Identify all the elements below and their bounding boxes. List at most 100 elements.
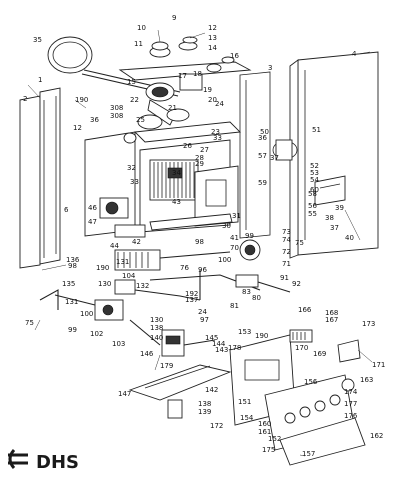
part-label-12: 12: [208, 24, 217, 32]
part-label-50: 50: [260, 128, 269, 136]
part-label-54: 54: [310, 176, 319, 184]
dhs-logo: DHS: [8, 449, 79, 473]
part-label-15: 15: [127, 78, 136, 86]
part-label-135: 135: [62, 280, 75, 288]
part-label-146: 146: [140, 350, 154, 358]
part-label-308: 308: [110, 104, 123, 112]
logo-mark-icon: [8, 449, 16, 469]
part-label-55: 55: [308, 210, 317, 218]
part-label-162: 162: [370, 432, 383, 440]
part-label-154: 154: [240, 414, 254, 422]
burner-assembly: [99, 197, 233, 238]
part-label-40: 40: [345, 234, 354, 242]
part-label-177: 177: [344, 400, 357, 408]
part-label-51: 51: [312, 126, 321, 134]
left-side-panels: [19, 87, 61, 269]
part-label-75: 75: [295, 239, 304, 247]
part-label-145: 145: [205, 334, 218, 342]
part-label-178: 178: [228, 344, 241, 352]
part-label-23: 23: [211, 128, 220, 136]
part-label-168: 168: [325, 309, 338, 317]
part-label-130: 130: [150, 316, 163, 324]
fan-assembly: [145, 73, 203, 126]
gas-valve: [161, 329, 216, 357]
part-label-80: 80: [252, 294, 261, 302]
part-label-30: 30: [222, 222, 231, 230]
part-label-44: 44: [110, 242, 119, 250]
part-label-171: 171: [372, 361, 385, 369]
part-label-52: 52: [310, 162, 319, 170]
part-label-190: 190: [255, 332, 268, 340]
part-label-308: 308: [110, 112, 123, 120]
part-label-9: 9: [172, 14, 176, 22]
part-label-59: 59: [258, 179, 267, 187]
diverter-valve-block: [39, 279, 201, 346]
part-label-161: 161: [258, 428, 271, 436]
part-label-38: 38: [325, 214, 334, 222]
part-label-24: 24: [215, 100, 224, 108]
part-label-36: 36: [90, 116, 99, 124]
part-label-34: 34: [172, 169, 181, 177]
part-label-176: 176: [344, 412, 358, 420]
part-label-19: 19: [203, 86, 212, 94]
part-label-60: 60: [310, 186, 319, 194]
part-label-41: 41: [230, 234, 239, 242]
part-label-153: 153: [238, 328, 251, 336]
part-label-24: 24: [198, 308, 207, 316]
part-label-56: 56: [308, 202, 317, 210]
part-label-143: 143: [215, 346, 228, 354]
part-label-58: 58: [308, 190, 317, 198]
part-label-99: 99: [68, 326, 77, 334]
part-label-98: 98: [68, 262, 77, 270]
part-label-179: 179: [160, 362, 173, 370]
part-label-12: 12: [73, 124, 82, 132]
part-label-21: 21: [168, 104, 177, 112]
part-label-76: 76: [180, 264, 189, 272]
part-label-6: 6: [64, 206, 69, 214]
part-label-70: 70: [230, 244, 239, 252]
part-label-98: 98: [195, 238, 204, 246]
part-label-42: 42: [132, 238, 141, 246]
part-label-29: 29: [195, 160, 204, 168]
part-label-100: 100: [80, 310, 93, 318]
part-label-169: 169: [313, 350, 326, 358]
part-label-130: 130: [98, 280, 111, 288]
part-label-144: 144: [212, 340, 226, 348]
part-label-43: 43: [172, 198, 181, 206]
part-label-99: 99: [245, 232, 254, 240]
part-label-3: 3: [268, 64, 272, 72]
part-label-75: 75: [25, 319, 34, 327]
part-label-137: 137: [185, 296, 198, 304]
part-label-72: 72: [282, 248, 291, 256]
sensor-cluster: [272, 139, 346, 206]
part-label-140: 140: [150, 334, 163, 342]
part-label-31: 31: [232, 212, 241, 220]
part-label-81: 81: [230, 302, 239, 310]
part-label-27: 27: [200, 146, 209, 154]
part-label-13: 13: [208, 34, 217, 42]
part-label-46: 46: [88, 204, 97, 212]
part-label-37: 37: [270, 154, 279, 162]
part-label-36: 36: [258, 134, 267, 142]
part-label-74: 74: [282, 236, 291, 244]
part-label-160: 160: [258, 420, 271, 428]
part-label-190: 190: [96, 264, 109, 272]
part-label-14: 14: [208, 44, 217, 52]
part-label-57: 57: [258, 152, 267, 160]
part-label-138: 138: [198, 400, 211, 408]
part-label-152: 152: [268, 435, 281, 443]
control-fascia: [229, 329, 366, 466]
part-label-39: 39: [335, 204, 344, 212]
part-label-18: 18: [193, 70, 202, 78]
part-label-170: 170: [295, 344, 308, 352]
part-label-96: 96: [198, 266, 207, 274]
part-label-73: 73: [282, 228, 291, 236]
part-label-104: 104: [122, 272, 136, 280]
part-label-131: 131: [116, 258, 129, 266]
logo-text: DHS: [36, 452, 79, 473]
part-label-53: 53: [310, 169, 319, 177]
part-label-92: 92: [292, 280, 301, 288]
